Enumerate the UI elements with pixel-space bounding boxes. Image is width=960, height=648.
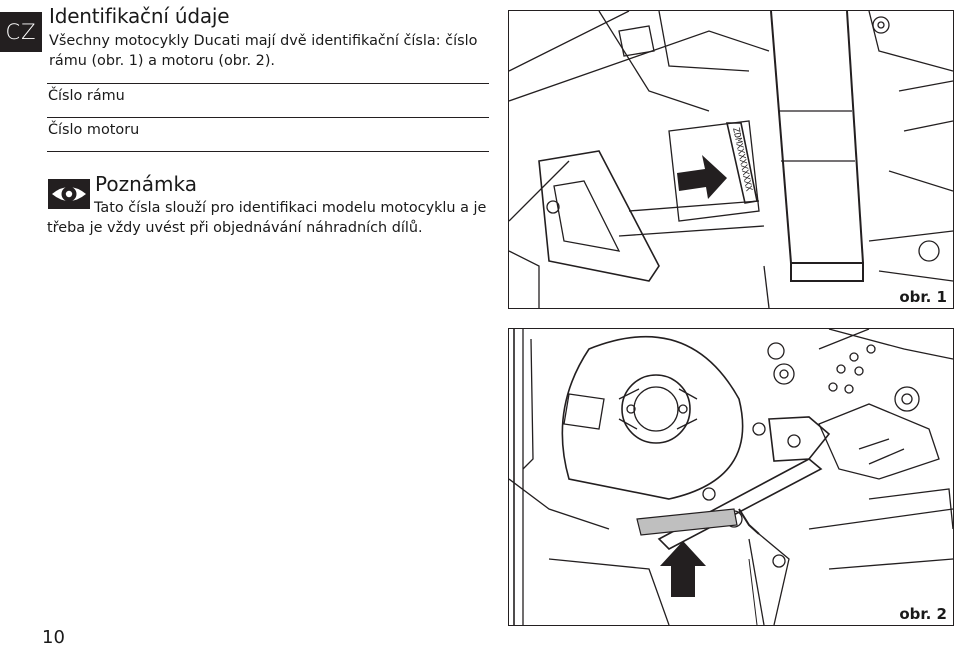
engine-illustration	[509, 329, 953, 625]
engine-number-label: Číslo motoru	[48, 122, 140, 138]
pointer-arrow-icon	[660, 541, 706, 597]
note-text: Tato čísla slouží pro identifikaci model…	[47, 200, 487, 236]
note-title: Poznámka	[95, 172, 197, 196]
field-bottom-rule	[47, 151, 489, 152]
intro-paragraph: Všechny motocykly Ducati mají dvě identi…	[49, 33, 478, 69]
pointer-arrow-icon	[677, 155, 727, 199]
figure-engine-number: obr. 2	[508, 328, 954, 626]
figure-caption: obr. 2	[899, 605, 947, 623]
frame-number-field: Číslo rámu	[47, 83, 489, 104]
frame-stamp: ZDMXXXXXXXXX	[730, 127, 753, 193]
figure-frame-number: ZDMXXXXXXXXX obr. 1	[508, 10, 954, 309]
section-title: Identifikační údaje	[49, 4, 230, 28]
language-tab: CZ	[0, 12, 42, 52]
frame-number-label: Číslo rámu	[48, 88, 125, 104]
eye-icon	[48, 179, 90, 209]
page-number: 10	[42, 627, 65, 648]
frame-illustration: ZDMXXXXXXXXX	[509, 11, 953, 308]
figure-caption: obr. 1	[899, 288, 947, 306]
engine-number-field: Číslo motoru	[47, 117, 489, 138]
